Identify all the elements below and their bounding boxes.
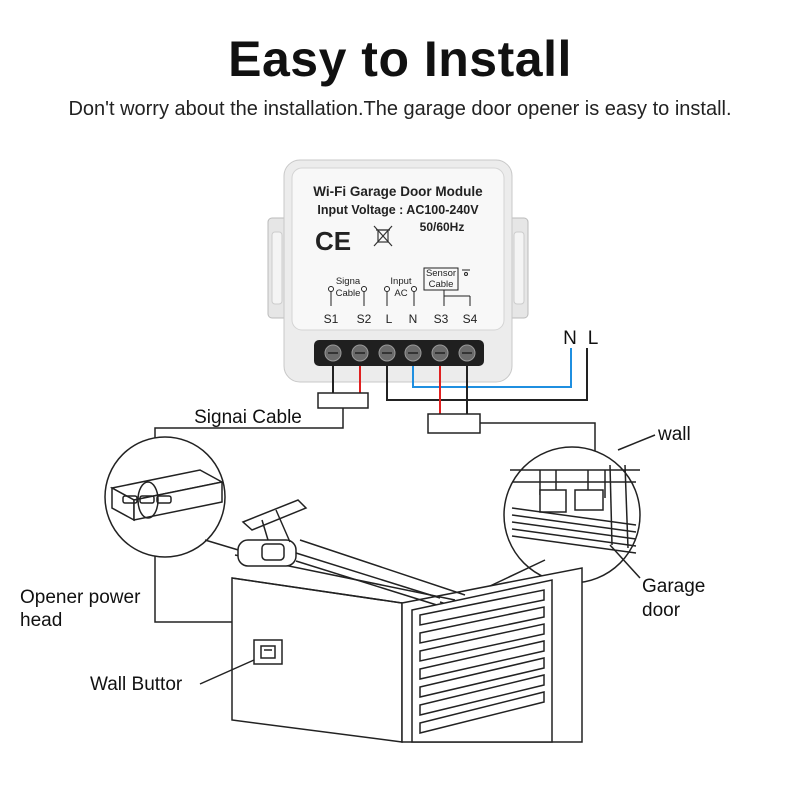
wire-n <box>412 348 572 388</box>
terminal-s2: S2 <box>357 312 372 326</box>
power-n-label: N <box>563 328 577 349</box>
terminal-s3: S3 <box>434 312 449 326</box>
page-subtitle: Don't worry about the installation.The g… <box>68 98 732 120</box>
sensor-group-label-1: Sensor <box>426 268 456 279</box>
terminal-s4: S4 <box>463 312 478 326</box>
opener-head-zoom <box>104 436 246 558</box>
wall-button-callout <box>199 659 255 685</box>
wifi-module: Wi-Fi Garage Door Module Input Voltage :… <box>267 159 529 383</box>
terminal-l: L <box>386 312 393 326</box>
door-sensor-callout <box>489 559 546 587</box>
signal-group-label-1: Signa <box>336 276 361 287</box>
signal-cable-label: Signai Cable <box>194 407 302 428</box>
wiring <box>332 348 588 414</box>
wall-label: wall <box>657 424 691 445</box>
wall-sensor-zoom <box>503 446 641 584</box>
wall-button-label: Wall Buttor <box>90 674 183 695</box>
garage-door-label-line2: door <box>642 600 681 621</box>
input-group-label-1: Input <box>390 276 411 287</box>
signal-group-label-2: Cable <box>336 288 361 299</box>
weee-bin-icon <box>373 225 393 247</box>
garage-door-label-line1: Garage <box>642 576 705 597</box>
opener-label-line2: head <box>20 610 62 631</box>
wall-callout-line <box>617 434 656 451</box>
garage-door-callout-line <box>609 544 641 579</box>
terminal-s1: S1 <box>324 312 339 326</box>
garage-door <box>411 579 553 743</box>
input-group-label-2: AC <box>394 288 407 299</box>
terminal-n: N <box>409 312 418 326</box>
module-name: Wi-Fi Garage Door Module <box>313 184 483 199</box>
page-title: Easy to Install <box>228 31 572 87</box>
ce-mark: CE <box>315 226 351 256</box>
opener-label-line1: Opener power <box>20 587 141 608</box>
module-frequency: 50/60Hz <box>420 220 465 234</box>
opener-power-head <box>237 499 308 567</box>
power-l-label: L <box>588 328 599 349</box>
module-voltage: Input Voltage : AC100-240V <box>317 203 479 217</box>
sensor-group-label-2: Cable <box>429 279 454 290</box>
wall-button <box>253 639 283 665</box>
wire-l <box>386 348 588 401</box>
